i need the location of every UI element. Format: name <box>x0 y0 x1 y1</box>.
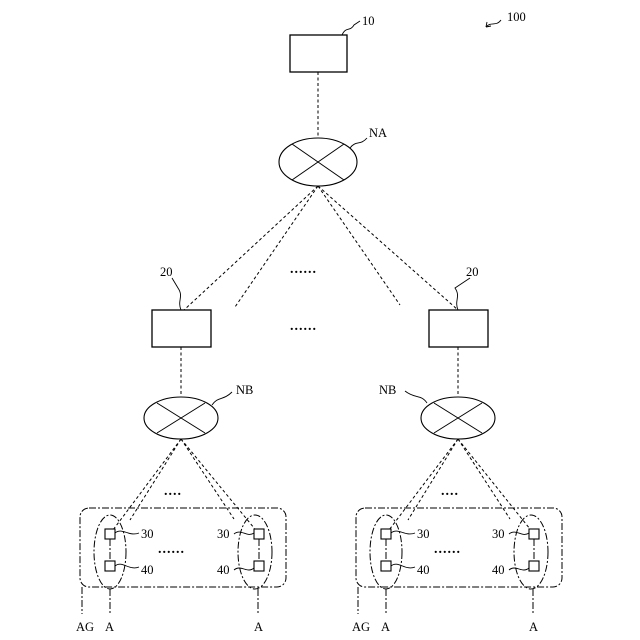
left-device-30-b <box>254 529 264 539</box>
right-ellipsis-devices: ...... <box>434 542 461 557</box>
right-gateway-box <box>429 310 488 347</box>
right-ref-40-b: 40 <box>492 563 505 577</box>
right-device-40-b <box>529 561 539 571</box>
right-ref-40-leader-a <box>391 564 415 568</box>
top-device-ref: 10 <box>362 14 375 28</box>
right-ref-30-leader-a <box>391 531 415 534</box>
left-ref-40-b: 40 <box>217 563 230 577</box>
left-link-nb-3 <box>181 439 234 519</box>
right-nb-label: NB <box>379 383 396 397</box>
right-ag-label: AG <box>352 620 370 634</box>
right-a-label-1: A <box>381 620 390 634</box>
left-device-40-a <box>105 561 115 571</box>
right-link-nb-3 <box>458 439 510 519</box>
left-gateway-box <box>152 310 211 347</box>
left-ag-label: AG <box>76 620 94 634</box>
left-ref-40-leader-a <box>115 564 139 568</box>
left-gateway-ref: 20 <box>160 265 173 279</box>
left-branch: 20 NB .... 30 40 30 40 ...... AG <box>76 265 286 634</box>
left-ref-30-b: 30 <box>217 527 230 541</box>
left-nb-leader <box>212 392 232 405</box>
ellipsis-lower: ...... <box>290 319 317 334</box>
right-ref-40-a: 40 <box>417 563 430 577</box>
node-na-leader <box>350 138 367 148</box>
left-ref-30-leader-b <box>234 532 254 534</box>
link-na-partial-right <box>318 186 400 305</box>
left-ref-30-leader-a <box>115 531 139 534</box>
left-device-40-b <box>254 561 264 571</box>
link-na-to-right-gateway <box>318 186 458 310</box>
link-na-partial-left <box>235 186 318 307</box>
left-a-label-1: A <box>105 620 114 634</box>
left-ref-40-a: 40 <box>141 563 154 577</box>
left-device-30-a <box>105 529 115 539</box>
left-a-label-2: A <box>254 620 263 634</box>
right-ref-40-leader-b <box>509 568 529 570</box>
right-area-a-boundary-2 <box>514 515 548 589</box>
right-ref-30-a: 30 <box>417 527 430 541</box>
right-ref-30-leader-b <box>509 532 529 534</box>
right-a-label-2: A <box>529 620 538 634</box>
left-ref-30-a: 30 <box>141 527 154 541</box>
figure-reference: 100 <box>486 10 526 27</box>
right-device-30-a <box>381 529 391 539</box>
left-ellipsis-devices: ...... <box>158 542 185 557</box>
right-device-30-b <box>529 529 539 539</box>
top-device: 10 <box>290 14 375 72</box>
node-na-label: NA <box>369 126 387 140</box>
ellipsis-upper: ...... <box>290 262 317 277</box>
left-ref-40-leader-b <box>234 568 254 570</box>
right-gateway-ref: 20 <box>466 265 479 279</box>
top-device-box <box>290 35 347 72</box>
link-na-to-left-gateway <box>184 186 318 310</box>
left-ellipsis-upper: .... <box>164 484 182 499</box>
node-na: NA <box>279 126 387 186</box>
left-nb-label: NB <box>236 383 253 397</box>
left-area-a-boundary-2 <box>238 515 272 589</box>
left-gateway-leader <box>172 278 181 310</box>
figure-ref-leader <box>486 20 501 27</box>
figure-ref-label: 100 <box>507 10 526 24</box>
right-ref-30-b: 30 <box>492 527 505 541</box>
top-device-leader <box>342 21 360 35</box>
right-device-40-a <box>381 561 391 571</box>
right-branch: 20 NB .... 30 40 30 40 ...... AG <box>352 265 562 634</box>
right-ellipsis-upper: .... <box>441 484 459 499</box>
right-nb-leader <box>405 391 427 403</box>
right-gateway-leader <box>455 278 470 310</box>
